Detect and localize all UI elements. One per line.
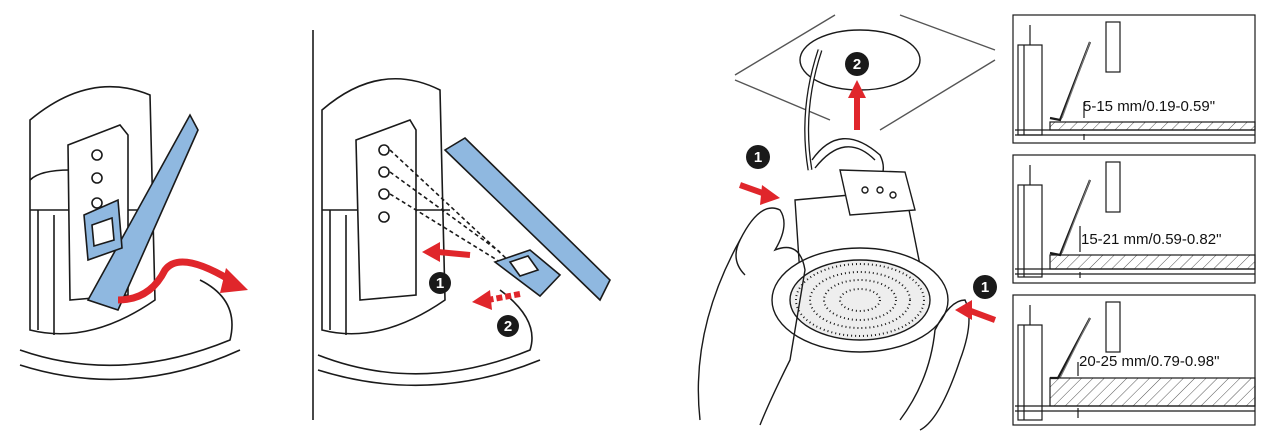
panel-attach-clip [317, 78, 611, 387]
step-badge-2: 2 [497, 315, 519, 337]
depth-label-1: 5-15 mm/0.19-0.59" [1083, 98, 1215, 115]
remove-arrow [117, 258, 232, 304]
svg-text:1: 1 [754, 149, 762, 166]
svg-text:2: 2 [853, 56, 861, 73]
panel-remove-clip [19, 85, 248, 381]
depth-panel-1 [1012, 14, 1256, 144]
step-badge-1: 1 [973, 275, 997, 299]
depth-label-2: 15-21 mm/0.59-0.82" [1081, 231, 1221, 248]
depth-label-3: 20-25 mm/0.79-0.98" [1079, 353, 1219, 370]
panel-ceiling-install [697, 14, 997, 431]
depth-panel-2 [1012, 154, 1256, 284]
clip-blue [443, 136, 611, 302]
step-badge-1: 1 [746, 145, 770, 169]
svg-text:1: 1 [436, 275, 444, 292]
step-badge-2: 2 [845, 52, 869, 76]
clip-blue [86, 113, 199, 311]
svg-text:2: 2 [504, 318, 512, 335]
depth-panel-3 [1012, 294, 1256, 426]
step-badge-1: 1 [429, 272, 451, 294]
svg-text:1: 1 [981, 279, 989, 296]
